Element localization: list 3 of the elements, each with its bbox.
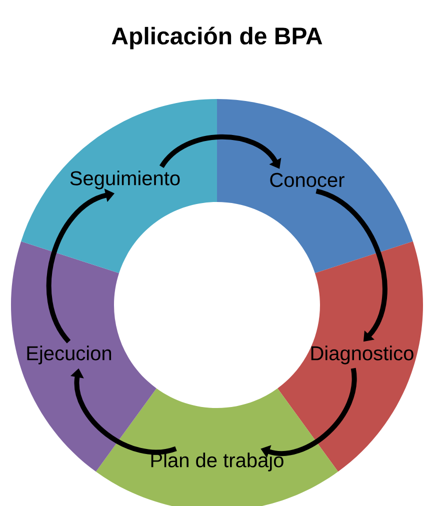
ring-segment: Conocer	[217, 99, 413, 274]
ring-segment: Seguimiento	[21, 99, 217, 274]
title: Aplicación de BPA	[112, 26, 322, 50]
